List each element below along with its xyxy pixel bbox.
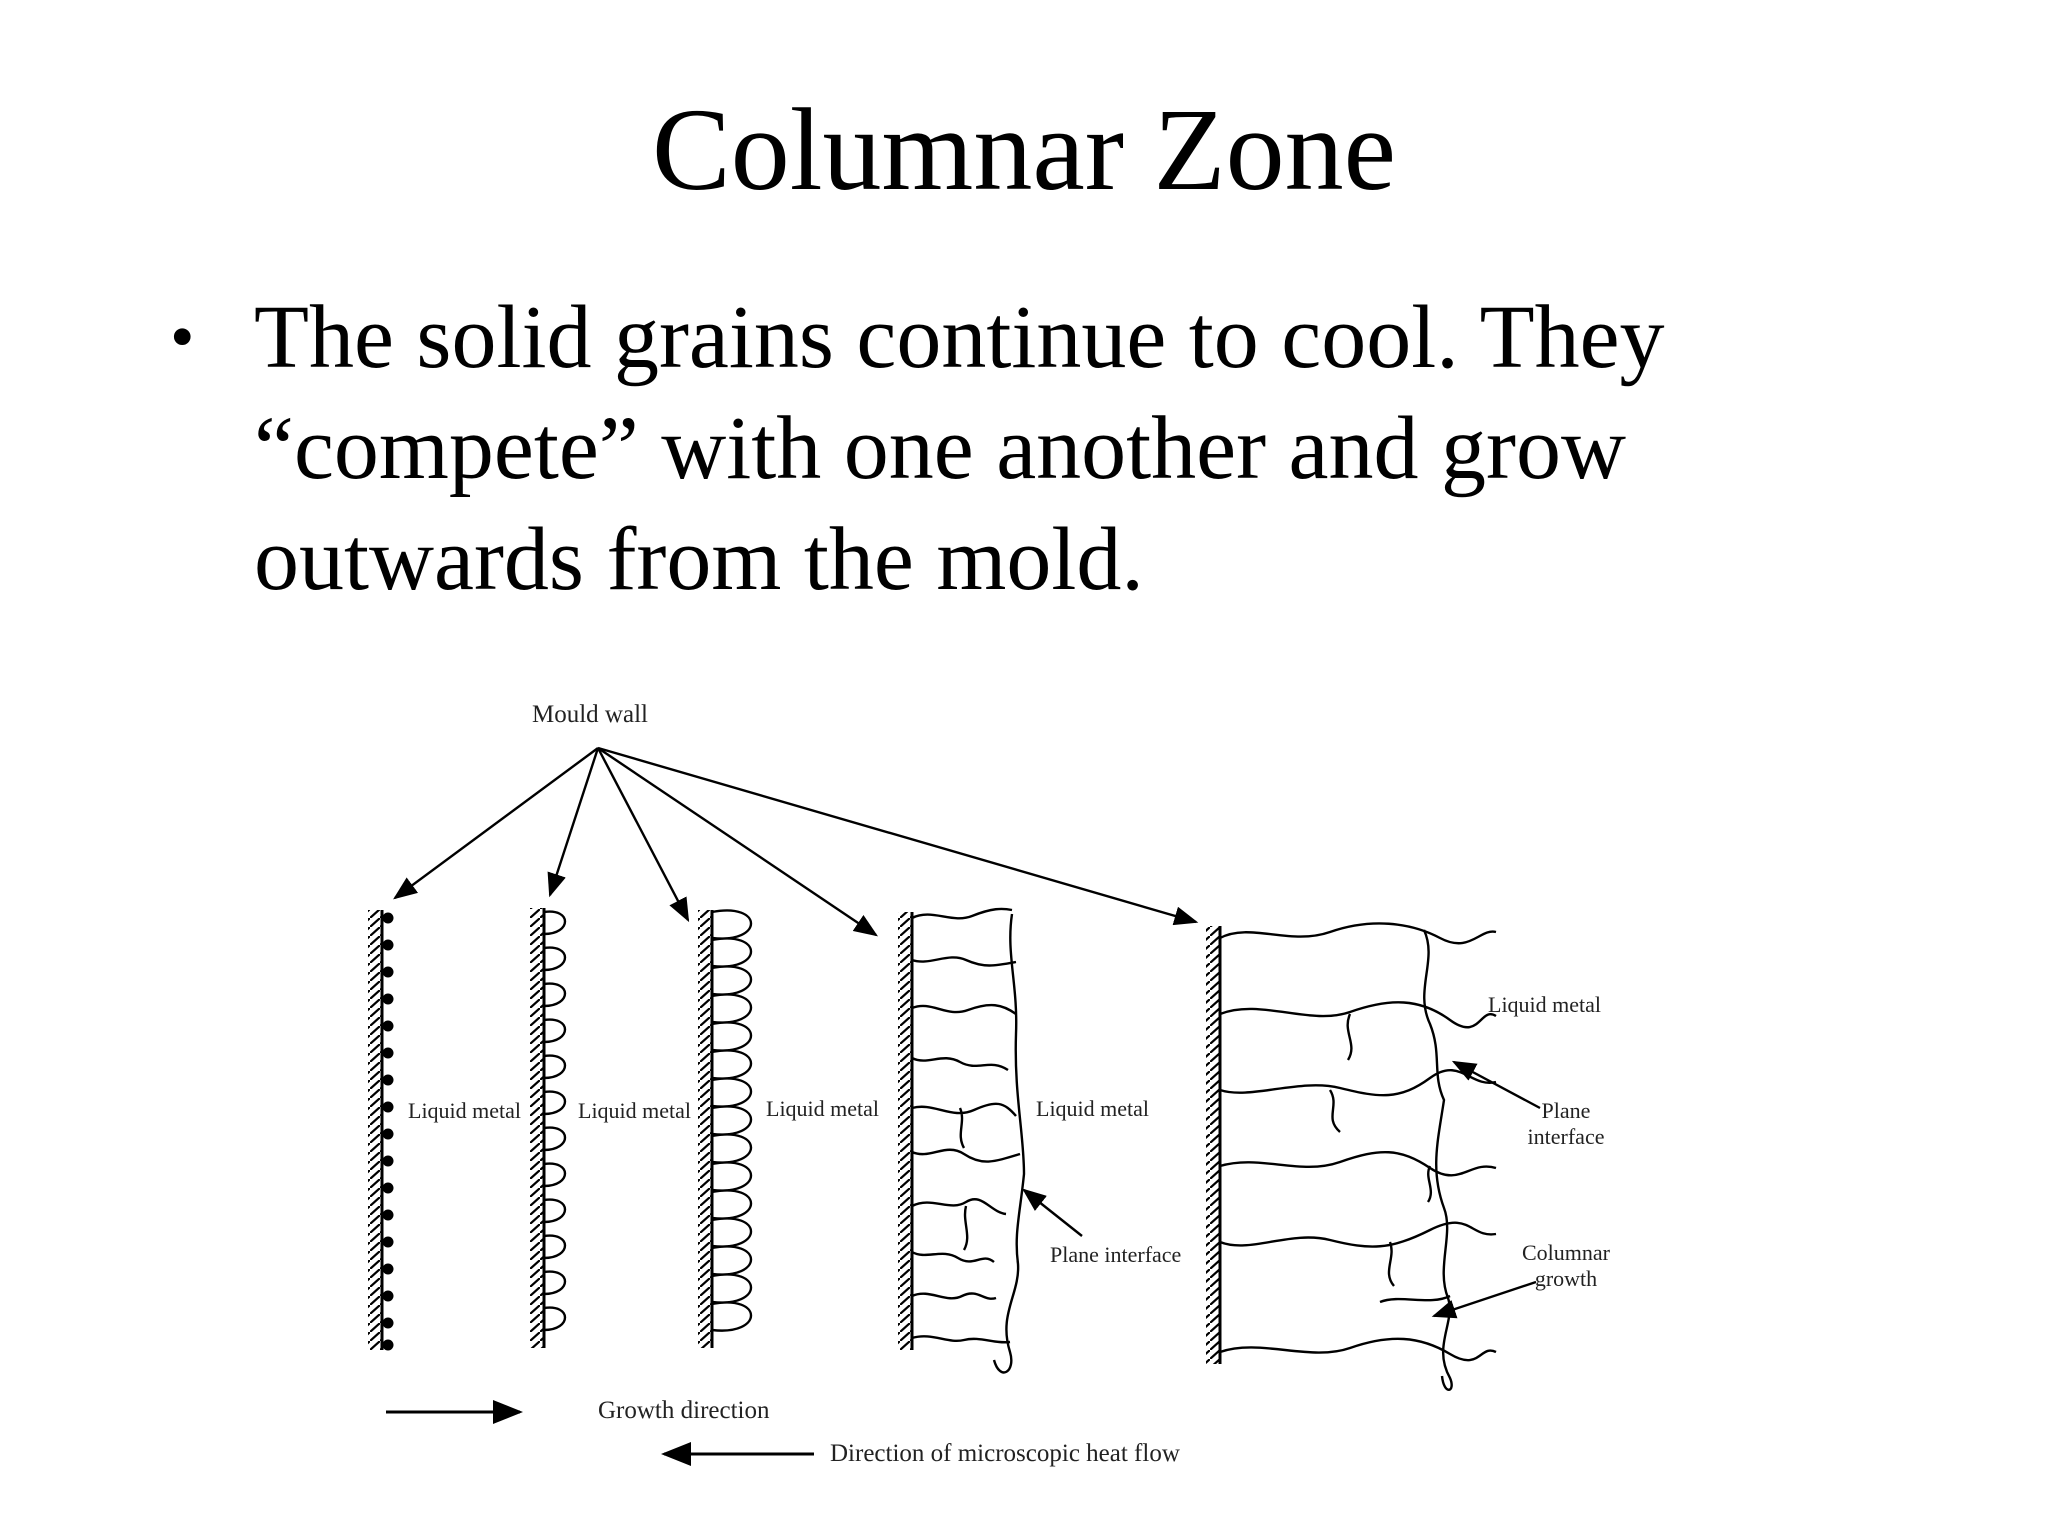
nuclei	[382, 912, 394, 1351]
interface-label-5: interface	[1528, 1124, 1605, 1149]
growth-label-5: growth	[1535, 1266, 1597, 1291]
bullet-dot: •	[170, 299, 195, 376]
interface-4	[992, 913, 1026, 1374]
columnar-growth-pointer-5	[1431, 1280, 1537, 1319]
mould-wall-4	[898, 912, 912, 1350]
growth-direction-label: Growth direction	[598, 1397, 770, 1424]
columnar-label-5: Columnar	[1522, 1240, 1611, 1265]
stage-columnar-growth: Liquid metal Plane interface Columnar gr…	[1206, 922, 1611, 1391]
stage-columnar-grains: Liquid metal Plane interface	[898, 907, 1181, 1374]
plane-interface-pointer-4	[1022, 1188, 1083, 1237]
legend: Growth direction Direction of microscopi…	[386, 1397, 1180, 1467]
liquid-metal-label-3: Liquid metal	[766, 1096, 879, 1121]
grain-boundaries-5	[1219, 922, 1497, 1362]
liquid-metal-label-5: Liquid metal	[1488, 992, 1601, 1017]
bullet-line-1: The solid grains continue to cool. They	[254, 288, 1665, 387]
slide-title: Columnar Zone	[652, 84, 1396, 215]
interface-5	[1422, 929, 1453, 1391]
plane-interface-pointer-5	[1451, 1060, 1541, 1110]
grain-lobes-3	[711, 909, 752, 1332]
heat-flow-label: Direction of microscopic heat flow	[830, 1440, 1180, 1467]
mould-wall-pointers	[393, 746, 1199, 937]
mould-wall-3	[698, 910, 712, 1348]
stage-competitive-growth: Liquid metal	[698, 909, 879, 1348]
liquid-metal-label-2: Liquid metal	[578, 1098, 691, 1123]
liquid-metal-label-1: Liquid metal	[408, 1098, 521, 1123]
bullet-point: • The solid grains continue to cool. The…	[170, 282, 1810, 615]
plane-label-5: Plane	[1542, 1098, 1591, 1123]
stage-initial-growth: Liquid metal	[530, 908, 691, 1348]
mould-wall-1	[368, 910, 382, 1350]
bullet-line-3: outwards from the mold.	[254, 510, 1144, 609]
mould-wall-label: Mould wall	[532, 701, 648, 728]
liquid-metal-label-4: Liquid metal	[1036, 1096, 1149, 1121]
stage-nucleation: Liquid metal	[368, 910, 521, 1351]
mould-wall-2	[530, 908, 544, 1348]
plane-interface-label-4: Plane interface	[1050, 1242, 1181, 1267]
grain-lobes-2	[543, 910, 567, 1332]
grain-boundaries-4	[911, 907, 1021, 1344]
mould-wall-5	[1206, 926, 1220, 1364]
bullet-line-2: “compete” with one another and grow	[254, 399, 1626, 498]
